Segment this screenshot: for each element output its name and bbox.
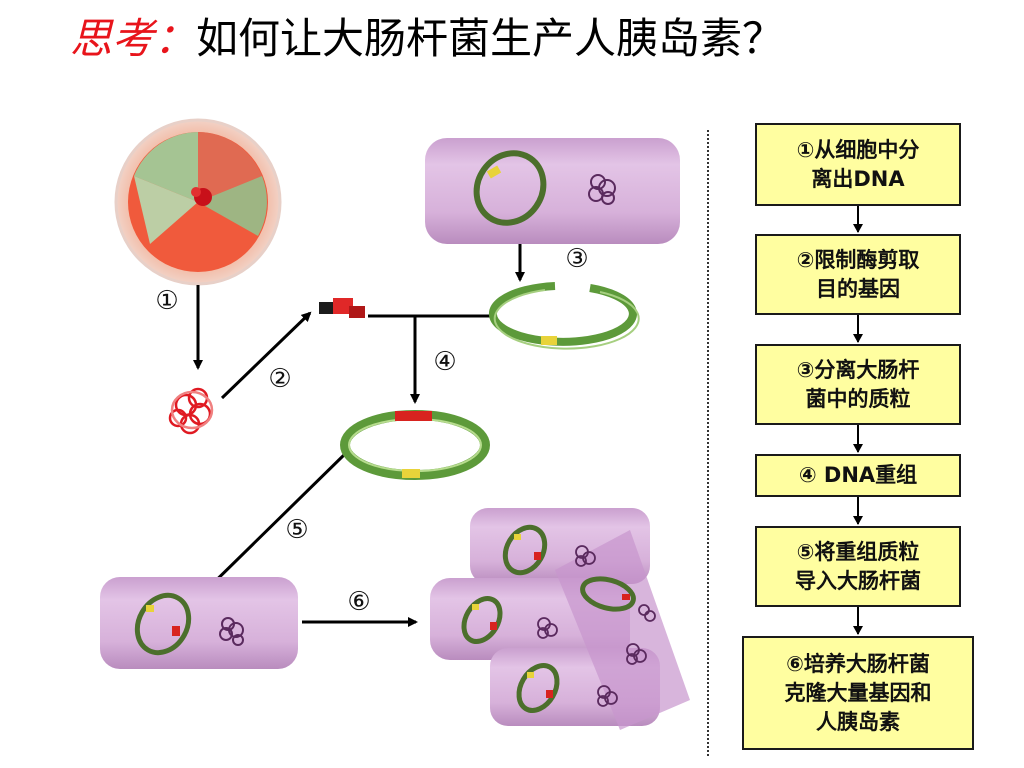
recombinant-plasmid [340,410,490,480]
diagram-label-1: ① [155,286,179,316]
human-cell [114,118,282,286]
dna-tangle [168,387,214,435]
step-box-3: ③分离大肠杆 菌中的质粒 [755,344,961,425]
ecoli-bacterium-source [425,138,680,244]
step-box-6: ⑥培养大肠杆菌 克隆大量基因和 人胰岛素 [742,636,974,750]
diagram-label-3: ③ [565,244,589,274]
cloned-bacteria [430,508,690,730]
dotted-divider [707,130,709,756]
step-box-2: ②限制酶剪取 目的基因 [755,234,961,315]
diagram-label-5: ⑤ [285,515,309,545]
arrow-2 [220,311,312,400]
step-box-1: ①从细胞中分 离出DNA [755,123,961,206]
title-text: 如何让大肠杆菌生产人胰岛素？ [196,14,785,63]
step-box-5: ⑤将重组质粒 导入大肠杆菌 [755,526,961,607]
diagram-label-6: ⑥ [347,587,371,617]
opened-plasmid [488,282,640,350]
diagram-label-4: ④ [433,347,457,377]
target-gene-fragment [319,298,365,318]
diagram-label-2: ② [268,364,292,394]
slide-title: 思考：如何让大肠杆菌生产人胰岛素？ [70,8,784,70]
title-prefix: 思考： [70,14,197,63]
step-box-4: ④ DNA重组 [755,454,961,497]
engineered-bacterium [100,577,298,669]
